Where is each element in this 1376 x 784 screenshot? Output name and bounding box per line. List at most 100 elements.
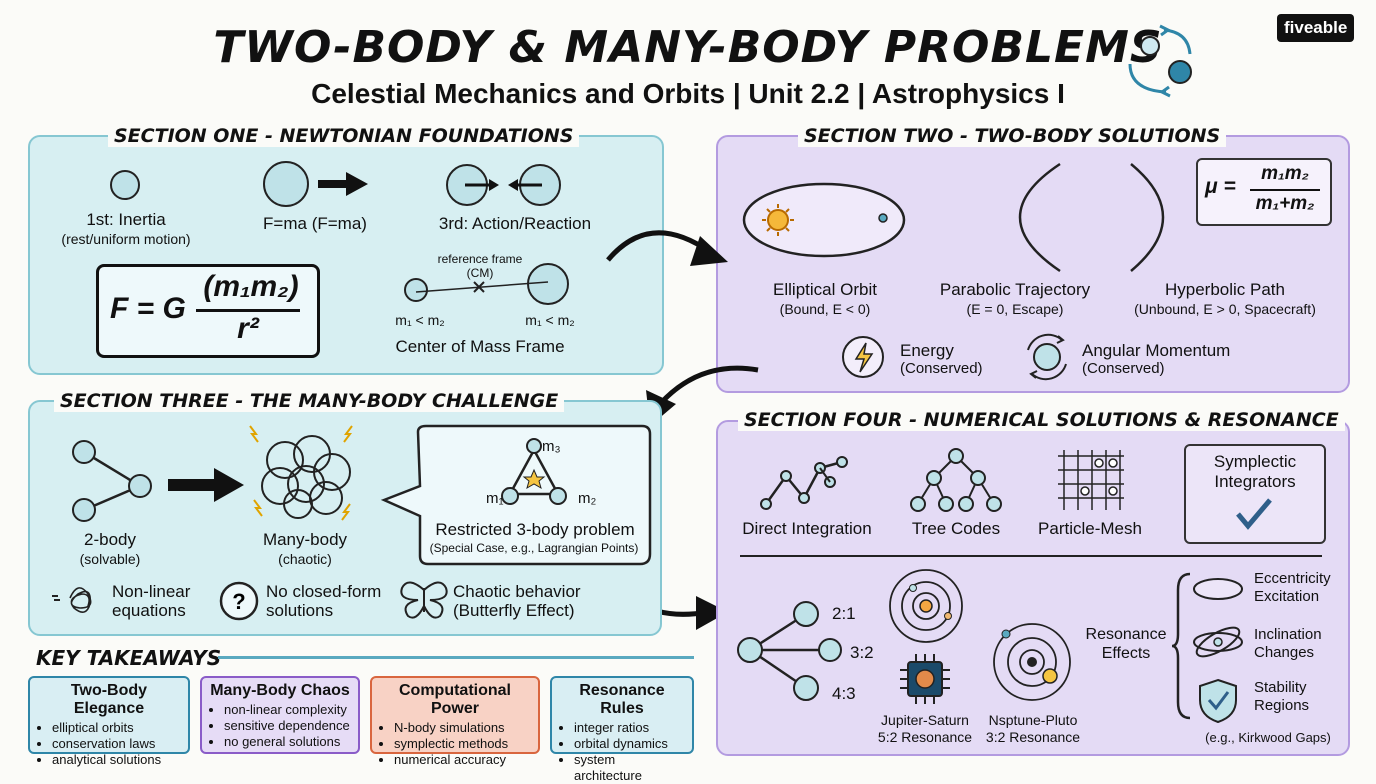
force-icon	[263, 161, 368, 207]
law2-label: F=ma (F=ma)	[263, 214, 367, 233]
takeaway-item: elliptical orbits	[52, 720, 180, 736]
mu-num: m₁m₂	[1261, 163, 1309, 184]
inertia-icon	[110, 170, 140, 200]
ellipse-sub: (Bound, E < 0)	[779, 301, 871, 317]
butterfly-icon	[400, 581, 448, 619]
section-four-divider	[740, 555, 1322, 557]
ratio-43: 4:3	[832, 684, 856, 703]
tangle-icon	[52, 587, 92, 613]
page-subtitle: Celestial Mechanics and Orbits | Unit 2.…	[311, 78, 1065, 109]
restricted-sub: (Special Case, e.g., Lagrangian Points)	[429, 541, 639, 555]
orbit-exchange-icon	[1128, 24, 1192, 98]
mass-left-label: m₁ < m₂	[395, 312, 445, 328]
shield-icon	[1199, 678, 1237, 724]
processor-chip-icon	[900, 654, 950, 704]
takeaways-heading: KEY TAKEAWAYS	[36, 646, 222, 670]
tree-codes-icon	[910, 448, 1002, 512]
two-body-sub: (solvable)	[79, 551, 141, 567]
m3-label: m₃	[542, 438, 561, 455]
law1-sub: (rest/uniform motion)	[61, 231, 191, 247]
neptune-pluto-label: Nsptune-Pluto	[988, 712, 1078, 728]
neptune-pluto-icon	[993, 623, 1071, 701]
jupiter-saturn-label: Jupiter-Saturn	[881, 712, 969, 728]
mu-lhs: μ =	[1205, 175, 1236, 198]
eccentricity-label: Eccentricity	[1254, 570, 1331, 587]
stability-label-2: Regions	[1254, 697, 1310, 714]
hyperbola-label: Hyperbolic Path	[1164, 280, 1285, 299]
energy-sub: (Conserved)	[900, 360, 983, 377]
resonance-tree-icon	[737, 601, 842, 701]
hyperbola-icon	[1130, 163, 1165, 272]
particle-mesh-icon	[1058, 450, 1124, 510]
kirkwood-label: (e.g., Kirkwood Gaps)	[1205, 730, 1331, 745]
symplectic-label-2: Integrators	[1214, 472, 1296, 491]
takeaway-item: N-body simulations	[394, 720, 530, 736]
takeaway-title: Resonance Rules	[579, 682, 665, 717]
many-body-icon	[249, 425, 353, 521]
angmom-label: Angular Momentum	[1082, 341, 1231, 360]
law3-label: 3rd: Action/Reaction	[438, 214, 592, 233]
ratio-21: 2:1	[832, 604, 856, 623]
takeaway-title: Many-Body Chaos	[210, 682, 350, 699]
section-two-heading: SECTION TWO - TWO-BODY SOLUTIONS	[798, 125, 1227, 147]
parabola-icon	[1018, 162, 1061, 273]
question-icon: ?	[219, 581, 259, 621]
many-body-label: Many-body	[262, 530, 348, 549]
m1-label: m₁	[486, 490, 504, 507]
law1-label: 1st: Inertia	[86, 210, 166, 229]
checkmark-icon	[1236, 498, 1272, 530]
takeaway-card: Many-Body Chaos non-linear complexity se…	[200, 676, 360, 754]
takeaway-item: non-linear complexity	[224, 702, 350, 718]
right-arrow-icon	[168, 468, 244, 502]
inclination-label: Inclination	[1254, 626, 1322, 643]
ellipse-label: Elliptical Orbit	[773, 280, 877, 299]
stability-label: Stability	[1254, 679, 1307, 696]
tree-codes-label: Tree Codes	[911, 519, 1001, 538]
noclosed-label: No closed-form	[266, 582, 382, 601]
ratio-32: 3:2	[850, 643, 874, 662]
arrow-s1-to-s2	[606, 230, 728, 266]
takeaway-item: symplectic methods	[394, 736, 530, 752]
chaotic-label-2: (Butterfly Effect)	[453, 601, 575, 620]
takeaway-card: Computational Power N-body simulations s…	[370, 676, 540, 767]
center-of-mass-diagram	[404, 263, 569, 305]
m2-label: m₂	[578, 490, 597, 507]
angmom-sub: (Conserved)	[1082, 360, 1165, 377]
particle-mesh-label: Particle-Mesh	[1038, 519, 1142, 538]
brand-logo[interactable]: fiveable	[1277, 14, 1355, 42]
symplectic-box	[1184, 444, 1326, 544]
eccentricity-label-2: Excitation	[1254, 588, 1320, 605]
restricted-label: Restricted 3-body problem	[435, 520, 635, 539]
takeaways-rule	[218, 656, 694, 659]
gravity-formula-bar	[196, 309, 300, 312]
inclination-icon	[1193, 626, 1243, 658]
takeaway-card: Resonance Rules integer ratios orbital d…	[550, 676, 694, 783]
takeaway-title: Two-Body Elegance	[70, 682, 148, 717]
two-body-label: 2-body	[84, 530, 136, 549]
takeaway-item: numerical accuracy	[394, 752, 530, 768]
svg-text:?: ?	[232, 589, 245, 614]
many-body-sub: (chaotic)	[278, 551, 332, 567]
takeaway-item: conservation laws	[52, 736, 180, 752]
mass-right-label: m₁ < m₂	[525, 312, 575, 328]
takeaway-item: analytical solutions	[52, 752, 180, 768]
gravity-formula-den: r²	[237, 312, 259, 345]
symplectic-label: Symplectic	[1213, 452, 1297, 471]
gravity-formula-num: (m₁m₂)	[203, 270, 299, 303]
section-four-heading: SECTION FOUR - NUMERICAL SOLUTIONS & RES…	[738, 409, 1345, 431]
resonance-effects-label: Resonance	[1085, 626, 1167, 643]
takeaway-item: no general solutions	[224, 734, 350, 750]
elliptical-orbit-icon	[742, 182, 906, 258]
gravity-formula-lhs: F = G	[110, 292, 186, 325]
cm-label: (CM)	[466, 266, 494, 280]
restricted-3body-bubble	[380, 424, 652, 566]
section-one-heading: SECTION ONE - NEWTONIAN FOUNDATIONS	[108, 125, 580, 147]
chaotic-label: Chaotic behavior	[453, 582, 581, 601]
curly-brace-icon	[1171, 572, 1191, 720]
hyperbola-sub: (Unbound, E > 0, Spacecraft)	[1134, 301, 1316, 317]
takeaway-item: system architecture	[574, 752, 684, 784]
page-title: TWO-BODY & MANY-BODY PROBLEMS	[213, 22, 1163, 73]
section-three-heading: SECTION THREE - THE MANY-BODY CHALLENGE	[54, 390, 565, 412]
nonlinear-label: Non-linear	[112, 582, 191, 601]
neptune-pluto-sub: 3:2 Resonance	[985, 729, 1081, 745]
